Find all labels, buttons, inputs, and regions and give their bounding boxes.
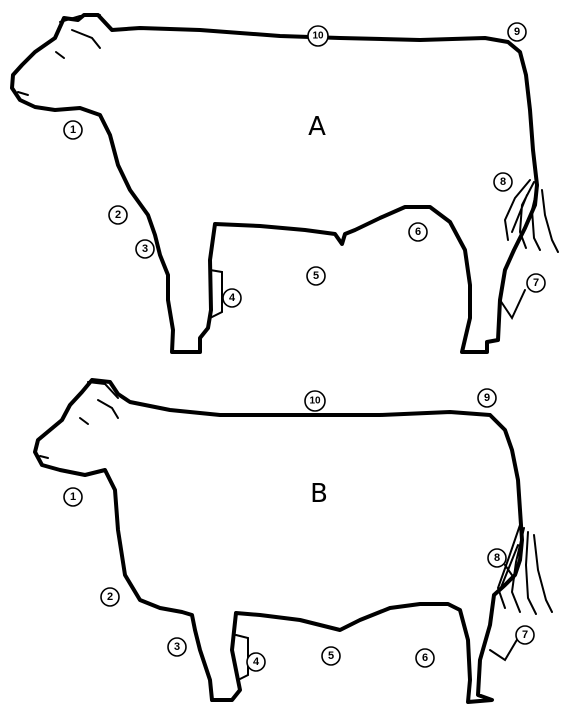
svg-text:3: 3 [174, 641, 180, 653]
figure-a-markers: 1 2 3 4 5 6 7 8 9 10 [64, 23, 545, 307]
svg-text:6: 6 [422, 652, 428, 664]
svg-text:7: 7 [522, 629, 528, 641]
figure-a-mouth [18, 92, 28, 95]
svg-text:2: 2 [115, 209, 121, 221]
svg-text:4: 4 [229, 292, 236, 304]
figure-b-marker-5: 5 [322, 647, 340, 665]
svg-text:10: 10 [312, 31, 324, 42]
figure-b-label: B [310, 479, 328, 509]
figure-b-marker-7: 7 [516, 626, 534, 644]
figure-b-marker-1: 1 [64, 488, 82, 506]
figure-b-marker-2: 2 [101, 588, 119, 606]
figure-b-tail-switch [498, 525, 552, 614]
svg-text:10: 10 [309, 396, 321, 407]
figure-a [12, 15, 558, 352]
figure-b [35, 380, 552, 702]
figure-a-marker-10: 10 [308, 26, 328, 46]
figure-a-marker-4: 4 [223, 289, 241, 307]
svg-text:9: 9 [514, 26, 520, 38]
figure-a-leader-7 [500, 290, 525, 318]
figure-b-marker-6: 6 [416, 649, 434, 667]
figure-a-tail-switch [505, 180, 558, 252]
figure-a-marker-9: 9 [508, 23, 526, 41]
svg-text:5: 5 [313, 270, 319, 282]
figure-a-ear [72, 30, 100, 48]
figure-b-marker-8: 8 [488, 549, 506, 567]
figure-b-ear [98, 400, 118, 418]
figure-a-marker-5: 5 [307, 267, 325, 285]
figure-a-marker-2: 2 [109, 206, 127, 224]
svg-text:9: 9 [484, 392, 490, 404]
svg-text:8: 8 [500, 176, 506, 188]
figure-a-marker-8: 8 [494, 173, 512, 191]
figure-a-body-outline [12, 15, 537, 352]
figure-b-eye [80, 418, 88, 424]
figure-b-body-outline [35, 380, 522, 702]
figure-b-marker-4: 4 [247, 653, 265, 671]
figure-b-marker-9: 9 [478, 389, 496, 407]
figure-b-leader-7 [490, 638, 518, 660]
figure-a-label: A [308, 112, 326, 142]
svg-text:7: 7 [533, 277, 539, 289]
svg-text:4: 4 [253, 656, 260, 668]
svg-text:3: 3 [142, 243, 148, 255]
svg-text:6: 6 [415, 226, 421, 238]
figure-a-marker-7: 7 [527, 274, 545, 292]
figure-b-marker-10: 10 [305, 391, 325, 411]
figure-a-marker-3: 3 [136, 240, 154, 258]
figure-b-mouth [40, 456, 48, 458]
svg-text:2: 2 [107, 591, 113, 603]
figure-a-marker-6: 6 [409, 223, 427, 241]
svg-text:1: 1 [70, 124, 76, 136]
svg-text:8: 8 [494, 552, 500, 564]
svg-text:1: 1 [70, 491, 76, 503]
figure-b-marker-3: 3 [168, 638, 186, 656]
figure-a-eye [56, 52, 64, 58]
figure-a-marker-1: 1 [64, 121, 82, 139]
svg-text:5: 5 [328, 650, 334, 662]
